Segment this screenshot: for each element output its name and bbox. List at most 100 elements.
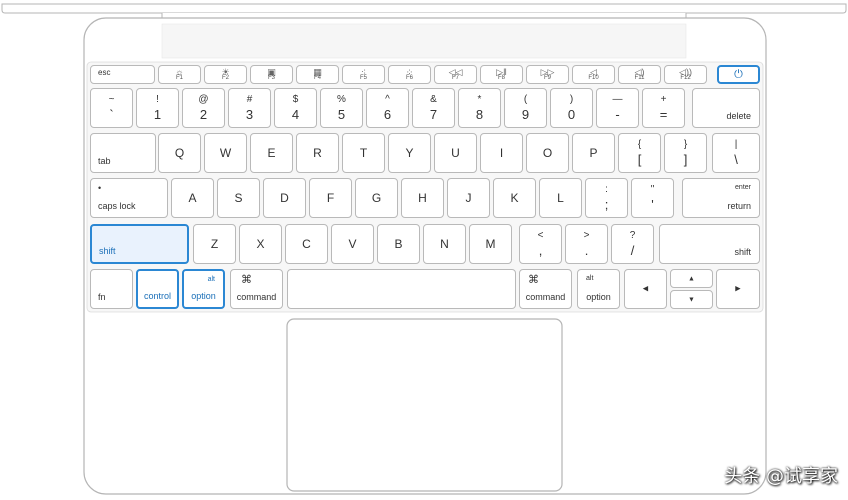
key-j[interactable]: J: [447, 178, 490, 218]
key-z[interactable]: Z: [193, 224, 236, 264]
key-f[interactable]: F: [309, 178, 352, 218]
key-f4[interactable]: ▦F4: [296, 65, 339, 84]
key-f8[interactable]: ▷‖F8: [480, 65, 523, 84]
key-lcontrol-label: control: [143, 291, 171, 301]
key-f1[interactable]: ☼F1: [158, 65, 201, 84]
key-s[interactable]: S: [217, 178, 260, 218]
trackpad[interactable]: [286, 318, 563, 492]
key-equals[interactable]: +=: [642, 88, 685, 128]
key-backslash[interactable]: |\: [712, 133, 760, 173]
key-power[interactable]: ⏻: [717, 65, 760, 84]
key-delete[interactable]: delete: [692, 88, 760, 128]
key-tilde[interactable]: ~`: [90, 88, 133, 128]
key-f5[interactable]: ⁖F5: [342, 65, 385, 84]
key-f3[interactable]: ▣F3: [250, 65, 293, 84]
key-slash-upper: ?: [629, 230, 636, 241]
key-roption-upper: alt: [586, 275, 594, 282]
key-f9-label: F9: [543, 75, 551, 81]
key-quote-lower: ': [651, 197, 654, 212]
key-lcommand[interactable]: ⌘command: [230, 269, 283, 309]
key-m[interactable]: M: [469, 224, 512, 264]
key-l[interactable]: L: [539, 178, 582, 218]
key-4[interactable]: $4: [274, 88, 317, 128]
key-f11[interactable]: ◁)F11: [618, 65, 661, 84]
key-f2[interactable]: ☀F2: [204, 65, 247, 84]
key-quote-upper: ": [650, 184, 655, 195]
key-left-label: ◀: [642, 285, 649, 293]
key-tab[interactable]: tab: [90, 133, 156, 173]
key-lshift-label: shift: [99, 246, 116, 256]
key-9[interactable]: (9: [504, 88, 547, 128]
key-8[interactable]: *8: [458, 88, 501, 128]
key-period[interactable]: >.: [565, 224, 608, 264]
key-7[interactable]: &7: [412, 88, 455, 128]
key-0-lower: 0: [567, 107, 576, 122]
key-h[interactable]: H: [401, 178, 444, 218]
key-c[interactable]: C: [285, 224, 328, 264]
key-minus[interactable]: —-: [596, 88, 639, 128]
key-o[interactable]: O: [526, 133, 569, 173]
key-w[interactable]: W: [204, 133, 247, 173]
key-r[interactable]: R: [296, 133, 339, 173]
key-d[interactable]: D: [263, 178, 306, 218]
key-right[interactable]: ▶: [716, 269, 760, 309]
key-comma[interactable]: <,: [519, 224, 562, 264]
key-d-label: D: [280, 191, 289, 205]
key-return-lower: return: [727, 201, 751, 211]
key-3[interactable]: #3: [228, 88, 271, 128]
key-equals-lower: =: [659, 107, 668, 122]
key-esc[interactable]: esc: [90, 65, 155, 84]
key-5[interactable]: %5: [320, 88, 363, 128]
key-b[interactable]: B: [377, 224, 420, 264]
key-y[interactable]: Y: [388, 133, 431, 173]
key-lshift[interactable]: shift: [90, 224, 189, 264]
key-q[interactable]: Q: [158, 133, 201, 173]
key-slash[interactable]: ?/: [611, 224, 654, 264]
key-period-lower: .: [584, 243, 589, 258]
key-quote[interactable]: "': [631, 178, 674, 218]
key-6[interactable]: ^6: [366, 88, 409, 128]
key-i[interactable]: I: [480, 133, 523, 173]
key-space[interactable]: [287, 269, 516, 309]
key-0[interactable]: )0: [550, 88, 593, 128]
key-n[interactable]: N: [423, 224, 466, 264]
key-fn[interactable]: fn: [90, 269, 133, 309]
key-semicolon[interactable]: :;: [585, 178, 628, 218]
key-7-lower: 7: [429, 107, 438, 122]
key-right-label: ▶: [735, 285, 741, 293]
key-2[interactable]: @2: [182, 88, 225, 128]
key-1[interactable]: !1: [136, 88, 179, 128]
key-g[interactable]: G: [355, 178, 398, 218]
key-f10[interactable]: ◁F10: [572, 65, 615, 84]
key-f12[interactable]: ◁))F12: [664, 65, 707, 84]
key-p[interactable]: P: [572, 133, 615, 173]
key-u[interactable]: U: [434, 133, 477, 173]
key-k[interactable]: K: [493, 178, 536, 218]
key-x[interactable]: X: [239, 224, 282, 264]
key-rbracket[interactable]: }]: [664, 133, 707, 173]
key-f6[interactable]: ⁘F6: [388, 65, 431, 84]
key-left[interactable]: ◀: [624, 269, 667, 309]
key-a[interactable]: A: [171, 178, 214, 218]
key-y-label: Y: [405, 146, 414, 160]
key-2-lower: 2: [199, 107, 208, 122]
key-rcommand[interactable]: ⌘command: [519, 269, 572, 309]
key-f11-label: F11: [634, 75, 645, 81]
key-f3-icon: ▣: [267, 67, 276, 77]
key-down[interactable]: ▼: [670, 290, 713, 309]
key-capslock[interactable]: •caps lock: [90, 178, 168, 218]
key-loption-lower: option: [191, 291, 216, 301]
key-lbracket[interactable]: {[: [618, 133, 661, 173]
key-semicolon-lower: ;: [604, 197, 609, 212]
key-up[interactable]: ▲: [670, 269, 713, 288]
key-f7[interactable]: ◁◁F7: [434, 65, 477, 84]
key-t[interactable]: T: [342, 133, 385, 173]
key-rshift[interactable]: shift: [659, 224, 760, 264]
key-lcontrol[interactable]: control: [136, 269, 179, 309]
key-v[interactable]: V: [331, 224, 374, 264]
key-e[interactable]: E: [250, 133, 293, 173]
key-f9[interactable]: ▷▷F9: [526, 65, 569, 84]
